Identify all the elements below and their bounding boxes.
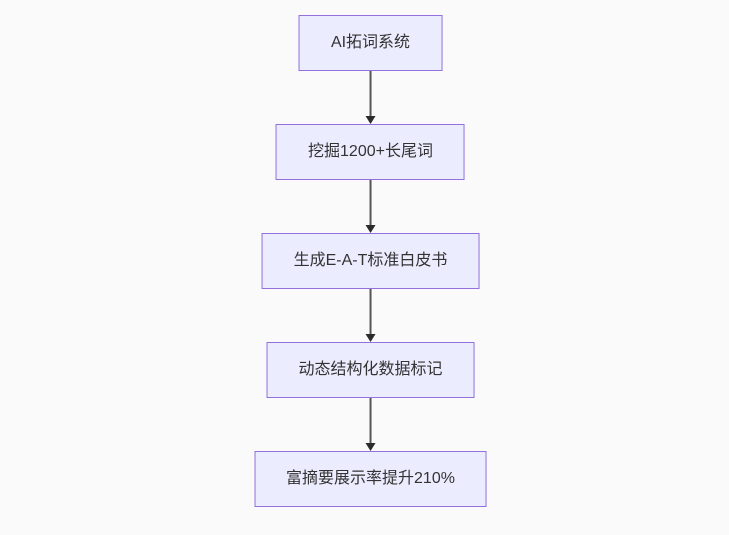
arrowhead-down-icon <box>365 225 376 233</box>
arrow-connector <box>365 289 376 342</box>
arrow-line <box>369 180 372 226</box>
arrowhead-down-icon <box>365 116 376 124</box>
arrow-connector <box>365 180 376 233</box>
arrow-line <box>369 398 372 444</box>
flowchart: AI拓词系统 挖掘1200+长尾词 生成E-A-T标准白皮书 动态结构化数据标记… <box>254 15 487 507</box>
arrow-line <box>369 289 372 335</box>
flow-node-longtail-keywords: 挖掘1200+长尾词 <box>276 124 465 180</box>
arrowhead-down-icon <box>365 334 376 342</box>
flow-node-ai-keyword-system: AI拓词系统 <box>298 15 443 71</box>
arrowhead-down-icon <box>365 443 376 451</box>
arrow-line <box>369 71 372 117</box>
flow-node-rich-snippet-rate: 富摘要展示率提升210% <box>254 451 487 507</box>
flow-node-structured-data-markup: 动态结构化数据标记 <box>266 342 475 398</box>
flow-node-eat-whitepaper: 生成E-A-T标准白皮书 <box>261 233 480 289</box>
arrow-connector <box>365 398 376 451</box>
arrow-connector <box>365 71 376 124</box>
